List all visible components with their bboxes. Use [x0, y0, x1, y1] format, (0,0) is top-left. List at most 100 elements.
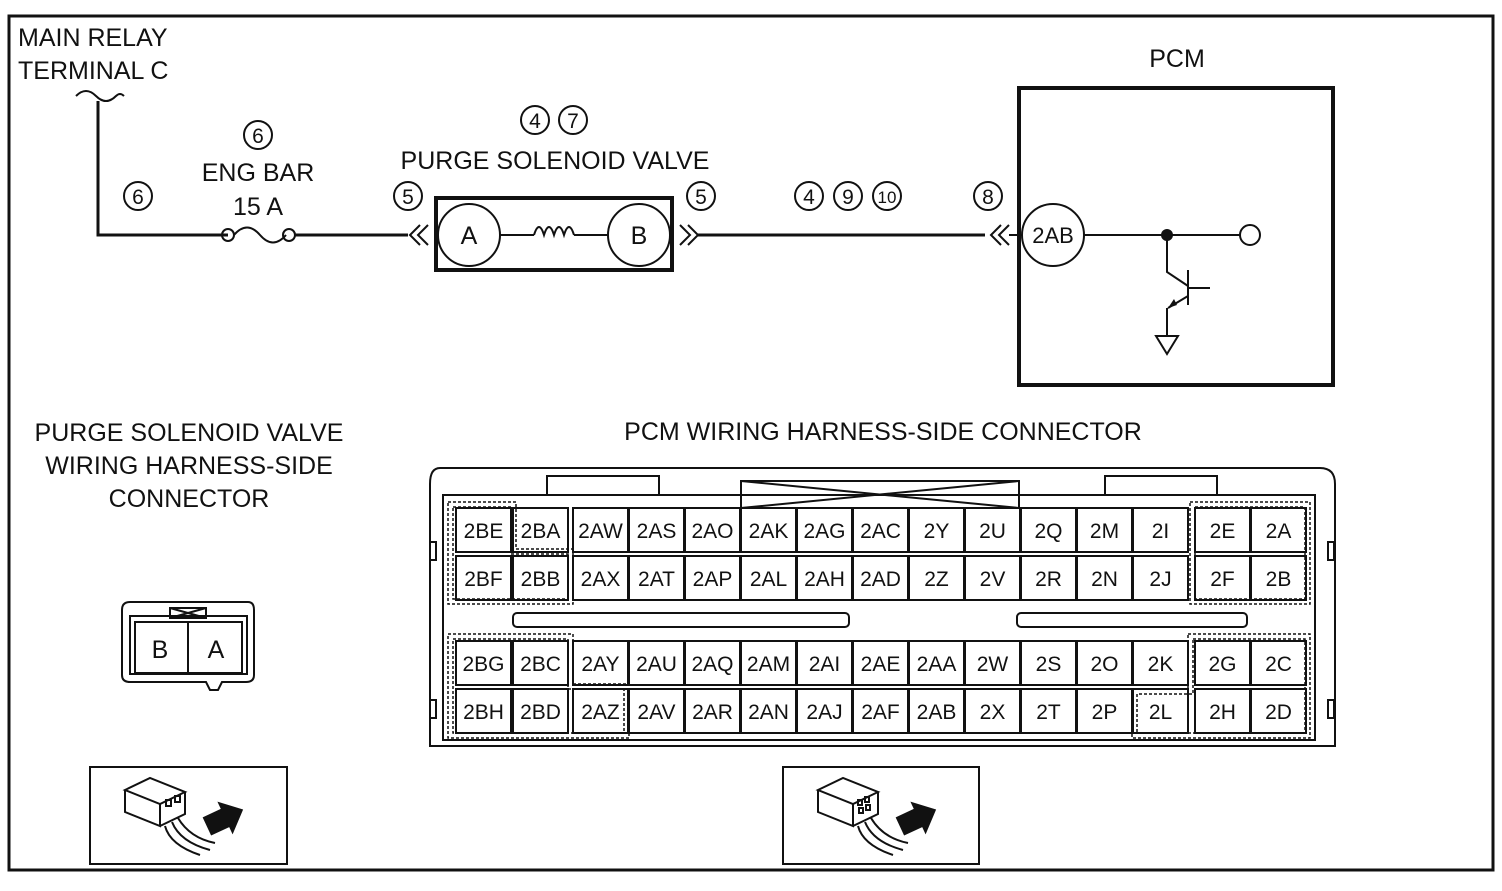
pcm-pin-label: 2AZ: [581, 701, 620, 724]
circled-ref-valve-2: [558, 105, 588, 135]
circled-ref-fuse: [243, 120, 273, 150]
circled-ref-valve-left: [393, 181, 423, 211]
pcm-pin-label: 2AU: [636, 653, 677, 676]
connector-symbol-valve-in: [408, 224, 429, 246]
pcm-pin-label: 2AJ: [806, 701, 842, 724]
pcm-pin-label: 2S: [1036, 653, 1062, 676]
pcm-connector-title: PCM WIRING HARNESS-SIDE CONNECTOR: [624, 418, 1142, 446]
pcm-pin-cell: [1132, 640, 1189, 686]
pcm-pin-label: 2AV: [637, 701, 675, 724]
circled-ref-left-wire: [123, 181, 153, 211]
pcm-pin-label: 2AM: [747, 653, 790, 676]
ground-icon: [1154, 335, 1180, 356]
pcm-pin-label: 2C: [1265, 653, 1292, 676]
wire-relay-to-fuse: [96, 101, 228, 237]
pcm-pin-label: 2B: [1266, 568, 1292, 591]
pcm-pin-label: 2AE: [861, 653, 901, 676]
circled-ref-wire-3: [872, 181, 902, 211]
pcm-pin-label: 2BD: [520, 701, 561, 724]
transistor-icon: [1166, 235, 1210, 309]
pcm-pin-label: 2AP: [693, 568, 733, 591]
pcm-pin-label: 2A: [1266, 520, 1292, 543]
circled-ref-pcm: [973, 181, 1003, 211]
pcm-pin-label: 2AL: [750, 568, 787, 591]
pcm-pin-label: 2AT: [638, 568, 675, 591]
pcm-pin-cell: [1250, 688, 1307, 734]
pcm-pin-cell: [1250, 640, 1307, 686]
terminal-break-icon: [75, 90, 125, 102]
connector-view-box-right: [782, 766, 980, 865]
pcm-pin-label: 2AY: [581, 653, 619, 676]
circled-ref-wire-3-text: 10: [878, 188, 897, 207]
pcm-pin-label: 2X: [980, 701, 1006, 724]
pcm-pin-cell: [1132, 555, 1189, 601]
pcm-pin-cell: [512, 507, 569, 553]
pcm-pin-label: 2N: [1091, 568, 1118, 591]
pcm-pin-label: 2AA: [917, 653, 957, 676]
pcm-output-terminal: [1239, 224, 1261, 246]
pcm-pin-label: 2AS: [637, 520, 677, 543]
circled-ref-wire-2: [833, 181, 863, 211]
pcm-pin-label: 2O: [1090, 653, 1118, 676]
pcm-pin-label: 2AX: [581, 568, 621, 591]
pcm-pin-label: 2AH: [804, 568, 845, 591]
pcm-pin-label: 2AI: [809, 653, 841, 676]
pcm-pin-label: 2BC: [520, 653, 561, 676]
pcm-pin-label: 2L: [1149, 701, 1172, 724]
pcm-pin-label: 2BG: [462, 653, 504, 676]
pcm-pin-label: 2H: [1209, 701, 1236, 724]
solenoid-coil-icon: [533, 226, 575, 239]
circled-ref-pcm-text: 8: [982, 186, 994, 209]
circled-ref-left-wire-text: 6: [132, 186, 144, 209]
circled-ref-wire-1: [794, 181, 824, 211]
eng-bar-label-line1: ENG BAR: [202, 159, 315, 187]
valve-terminal-b-text: B: [631, 222, 648, 250]
purge-valve-connector: [121, 601, 255, 691]
circled-ref-valve-1: [520, 105, 550, 135]
pcm-pin-label: 2D: [1265, 701, 1292, 724]
pcm-pin-label: 2T: [1036, 701, 1061, 724]
pcm-pin-label: 2K: [1148, 653, 1174, 676]
purge-connector-title-line1: PURGE SOLENOID VALVE: [35, 419, 344, 447]
pcm-label: PCM: [1149, 45, 1205, 73]
connector-view-box-left: [89, 766, 288, 865]
pcm-pin-label: 2AN: [748, 701, 789, 724]
pcm-terminal-text: 2AB: [1032, 223, 1074, 248]
pcm-pin-cell: [455, 640, 512, 686]
pcm-pin-label: 2AC: [860, 520, 901, 543]
circled-ref-valve-2-text: 7: [567, 110, 579, 133]
circled-ref-valve-right: [686, 181, 716, 211]
pcm-pin-cell: [455, 555, 512, 601]
pcm-pin-label: 2BF: [464, 568, 503, 591]
pcm-pin-label: 2AR: [692, 701, 733, 724]
pcm-pin-label: 2W: [977, 653, 1009, 676]
pcm-pin-label: 2J: [1149, 568, 1171, 591]
purge-connector-title-line2: WIRING HARNESS-SIDE: [45, 452, 333, 480]
pcm-pin-cell: [512, 640, 569, 686]
pcm-pin-label: 2AO: [691, 520, 733, 543]
pcm-pin-cell: [512, 555, 569, 601]
pcm-pin-label: 2Z: [924, 568, 949, 591]
circled-ref-wire-2-text: 9: [842, 186, 854, 209]
purge-connector-pin-b: B: [152, 636, 169, 664]
circled-ref-valve-left-text: 5: [402, 186, 414, 209]
pcm-pin-label: 2Y: [924, 520, 950, 543]
pcm-pin-cell: [1132, 507, 1189, 553]
pcm-connector-housing: [429, 467, 1336, 747]
pcm-pin-cell: [1132, 688, 1189, 734]
pcm-pin-label: 2AB: [917, 701, 957, 724]
connector-view-icon: [815, 776, 937, 856]
pcm-pin-label: 2AG: [803, 520, 845, 543]
pcm-pin-label: 2AQ: [691, 653, 733, 676]
pcm-box: [1017, 86, 1335, 387]
pcm-pin-cell: [455, 507, 512, 553]
pcm-pin-label: 2F: [1210, 568, 1235, 591]
pcm-pin-cell: [1250, 507, 1307, 553]
fuse-icon: [233, 226, 287, 244]
purge-valve-label: PURGE SOLENOID VALVE: [401, 147, 710, 175]
circled-ref-valve-right-text: 5: [695, 186, 707, 209]
pcm-pin-label: 2Q: [1034, 520, 1062, 543]
pcm-pin-label: 2P: [1092, 701, 1118, 724]
